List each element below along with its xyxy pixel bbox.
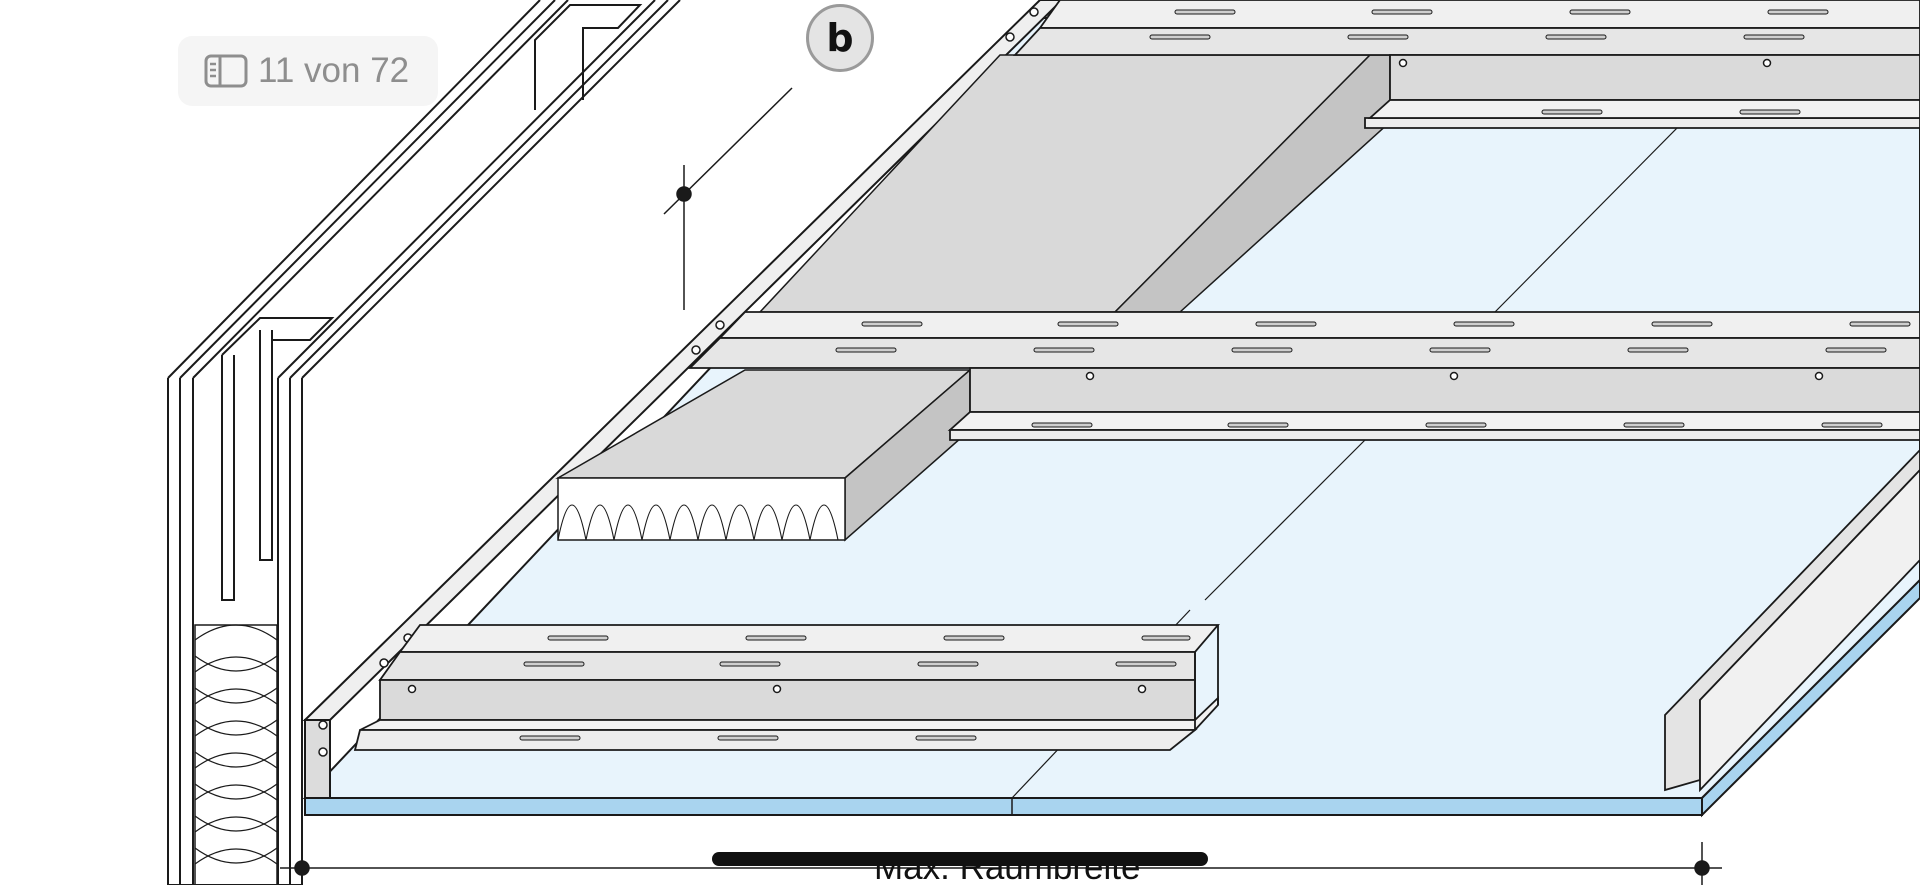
wall-insulation <box>194 624 278 885</box>
dimension-room-width <box>280 842 1722 885</box>
wall-insulation-pattern <box>194 624 278 865</box>
partition-wall <box>167 0 681 885</box>
cd-profile-top <box>1012 0 1920 129</box>
profile-screws <box>407 58 1824 694</box>
insulation-wave-pattern <box>557 504 839 541</box>
profile-slots <box>519 9 1911 741</box>
board-edge-right <box>1701 578 1920 818</box>
angle-screws <box>318 7 1039 757</box>
board-joint-line <box>1204 434 1371 601</box>
label-badge-b: b <box>806 4 874 72</box>
board-joint-line <box>1494 124 1681 313</box>
page-scrubber-bar[interactable] <box>712 852 1208 866</box>
board-edge-front <box>304 797 1703 816</box>
cd-profile-front <box>353 624 1220 751</box>
page-indicator-text: 11 von 72 <box>258 51 410 90</box>
cd-profile-right <box>1664 448 1920 793</box>
wall-angle-profile-side <box>304 719 331 799</box>
ceiling-insulation-block-front <box>557 477 846 541</box>
page-indicator[interactable]: 11 von 72 <box>178 36 438 106</box>
sidebar-panel-icon <box>204 54 248 88</box>
dimension-b <box>663 87 793 310</box>
